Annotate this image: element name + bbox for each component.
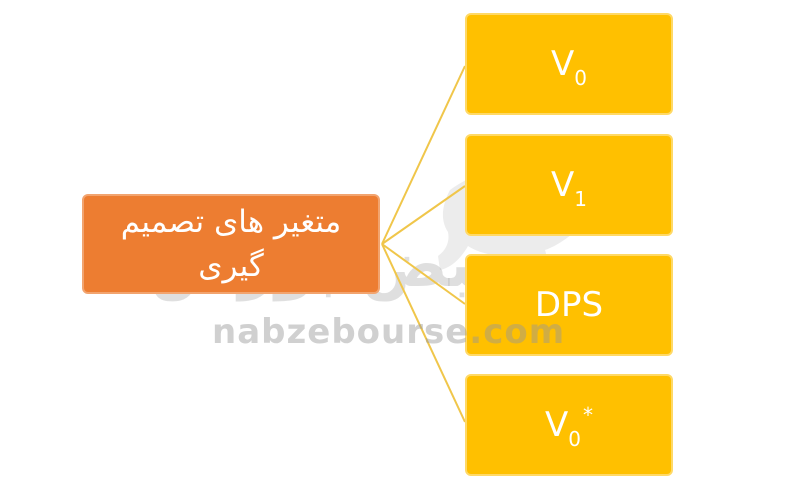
v0-star-label: V0* (545, 403, 593, 451)
v1-label: V1 (551, 165, 587, 211)
connector-3 (381, 243, 466, 423)
dps-node: DPS (465, 254, 673, 356)
dps-label: DPS (534, 285, 604, 325)
connector-1 (381, 185, 466, 245)
v0-star-node: V0* (465, 374, 673, 476)
v1-node: V1 (465, 134, 673, 236)
decision-variables-label: متغیر های تصمیم گیری (120, 204, 342, 284)
watermark-url: nabzebourse.com (212, 312, 566, 352)
connector-2 (381, 243, 466, 305)
connector-0 (381, 65, 466, 245)
v0-label: V0 (551, 44, 587, 90)
v0-node: V0 (465, 13, 673, 115)
decision-variables-node: متغیر های تصمیم گیری (82, 194, 380, 294)
